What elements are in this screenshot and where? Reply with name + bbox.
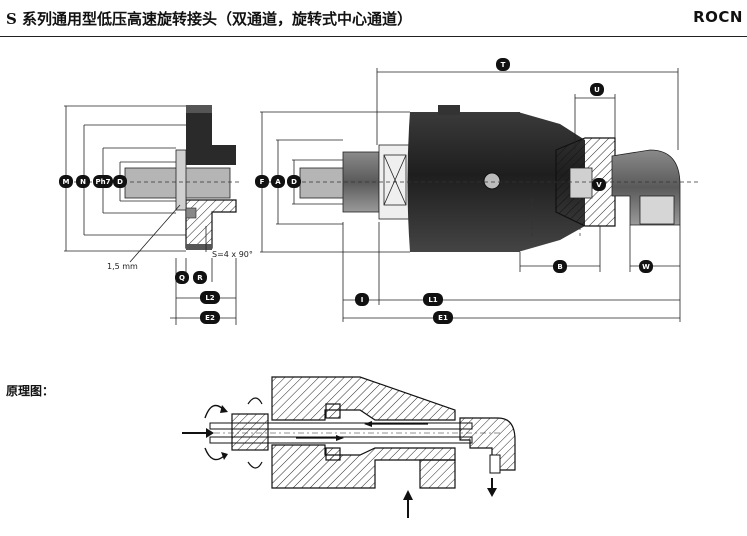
schematic-diagram	[182, 376, 516, 518]
svg-text:V: V	[596, 181, 602, 189]
badge-D-left: D	[113, 175, 127, 188]
svg-text:R: R	[197, 274, 203, 282]
badge-E1: E1	[433, 311, 453, 324]
svg-text:D: D	[291, 178, 297, 186]
dimension-badges: M N Ph7 D Q R L2 E2	[59, 58, 653, 324]
badge-E2: E2	[200, 311, 220, 324]
badge-R: R	[193, 271, 207, 284]
svg-text:N: N	[80, 178, 86, 186]
page-title: S 系列通用型低压高速旋转接头（双通道，旋转式中心通道）	[6, 10, 413, 28]
svg-text:B: B	[557, 263, 562, 271]
badge-A: A	[271, 175, 285, 188]
svg-text:E1: E1	[438, 314, 448, 322]
badge-L1: L1	[423, 293, 443, 306]
svg-text:I: I	[361, 296, 364, 304]
badge-Q: Q	[175, 271, 189, 284]
svg-text:Q: Q	[179, 274, 185, 282]
svg-text:M: M	[63, 178, 70, 186]
badge-U: U	[590, 83, 604, 96]
badge-D-right: D	[287, 175, 301, 188]
thread-note: S=4 x 90°	[212, 250, 253, 259]
svg-text:L2: L2	[205, 294, 214, 302]
badge-B: B	[553, 260, 567, 273]
badge-L2: L2	[200, 291, 220, 304]
svg-text:L1: L1	[428, 296, 437, 304]
badge-I: I	[355, 293, 369, 306]
gap-note: 1,5 mm	[107, 262, 138, 271]
svg-text:U: U	[594, 86, 600, 94]
schematic-label: 原理图：	[6, 384, 55, 398]
svg-text:T: T	[501, 61, 506, 69]
badge-V: V	[592, 178, 606, 191]
svg-text:Ph7: Ph7	[96, 178, 111, 186]
svg-text:D: D	[117, 178, 123, 186]
badge-W: W	[639, 260, 653, 273]
joint-view	[260, 68, 700, 322]
badge-M: M	[59, 175, 73, 188]
svg-text:A: A	[275, 178, 281, 186]
svg-text:F: F	[260, 178, 265, 186]
svg-text:W: W	[642, 263, 650, 271]
badge-N: N	[76, 175, 90, 188]
svg-text:E2: E2	[205, 314, 215, 322]
badge-T: T	[496, 58, 510, 71]
flange-view	[60, 105, 240, 325]
badge-F: F	[255, 175, 269, 188]
badge-Ph7: Ph7	[93, 175, 113, 188]
header-rule	[0, 36, 747, 37]
page-header: S 系列通用型低压高速旋转接头（双通道，旋转式中心通道） ROCN	[0, 0, 747, 38]
brand-logo: ROCN	[693, 8, 743, 26]
